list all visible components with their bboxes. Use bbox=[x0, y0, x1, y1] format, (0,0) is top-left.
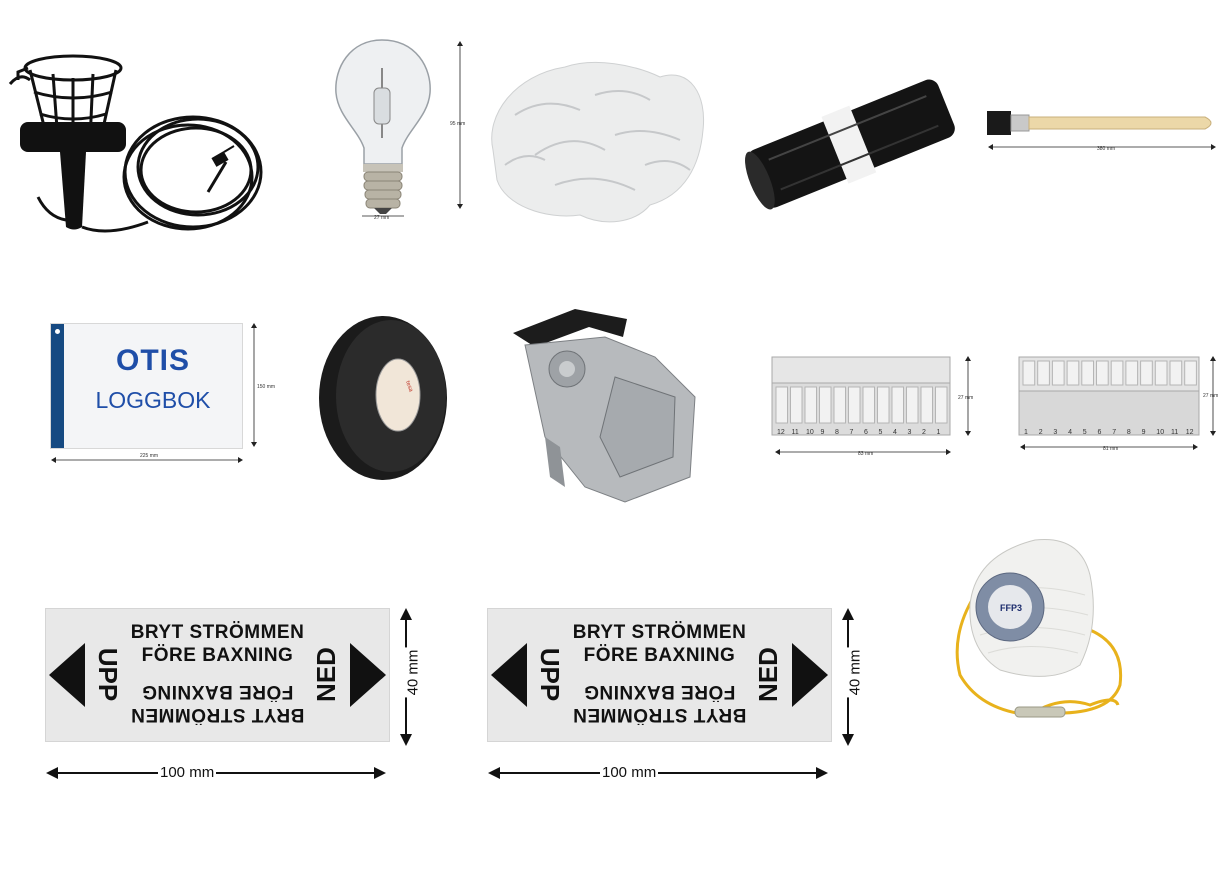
cleaning-rag-icon bbox=[485, 55, 710, 230]
bulb-height-label: 95 mm bbox=[450, 121, 465, 127]
terminal-number: 4 bbox=[1068, 429, 1072, 436]
terminal-a-width-label: 83 mm bbox=[858, 451, 873, 457]
terminal-slot bbox=[833, 386, 846, 424]
terminal-number: 7 bbox=[850, 429, 854, 436]
terminal-slot bbox=[1037, 360, 1050, 386]
terminal-number: 12 bbox=[777, 429, 785, 436]
terminal-slot bbox=[804, 386, 817, 424]
terminal-slot bbox=[1140, 360, 1153, 386]
terminal-slot bbox=[891, 386, 904, 424]
trash-bag-roll-icon bbox=[738, 68, 963, 216]
logbook-icon: OTIS LOGGBOK bbox=[50, 323, 243, 449]
terminal-number: 5 bbox=[1083, 429, 1087, 436]
warning-label-icon-1: UPP NED BRYT STRÖMMEN FÖRE BAXNING FÖRE … bbox=[45, 608, 390, 742]
logbook-dimensions: 150 mm 225 mm bbox=[48, 320, 275, 470]
terminal-slot bbox=[906, 386, 919, 424]
terminal-slot bbox=[848, 386, 861, 424]
work-lamp-icon bbox=[8, 52, 268, 237]
logbook-height-label: 150 mm bbox=[257, 384, 275, 390]
terminal-slot bbox=[1125, 360, 1139, 386]
terminal-number: 9 bbox=[1142, 429, 1146, 436]
label-line2: FÖRE BAXNING bbox=[141, 645, 294, 666]
label-2-height-text: 40 mm bbox=[846, 647, 864, 698]
light-bulb-icon: 95 mm 27 mm bbox=[330, 38, 475, 226]
terminal-number: 3 bbox=[1053, 429, 1057, 436]
terminal-number: 7 bbox=[1112, 429, 1116, 436]
respirator-mask-icon: FFP3 bbox=[940, 535, 1125, 730]
terminal-number: 10 bbox=[1156, 429, 1164, 436]
terminal-slot bbox=[775, 386, 788, 424]
terminal-number: 3 bbox=[908, 429, 912, 436]
terminal-slot bbox=[862, 386, 875, 424]
terminal-number: 11 bbox=[792, 429, 799, 436]
terminal-number: 10 bbox=[806, 429, 814, 436]
terminal-number: 2 bbox=[1039, 429, 1043, 436]
terminal-number: 11 bbox=[1171, 429, 1178, 436]
terminal-slot bbox=[819, 386, 832, 424]
terminal-slot bbox=[920, 386, 933, 424]
terminal-number: 2 bbox=[922, 429, 926, 436]
logbook-brand: OTIS bbox=[115, 344, 190, 377]
terminal-number: 5 bbox=[879, 429, 883, 436]
svg-text:tesa: tesa bbox=[404, 380, 414, 393]
logbook-title: LOGGBOK bbox=[95, 387, 211, 413]
terminal-slot bbox=[1110, 360, 1124, 386]
terminal-slot bbox=[1081, 360, 1095, 386]
terminal-b-width-label: 81 mm bbox=[1103, 446, 1118, 452]
terminal-number: 4 bbox=[893, 429, 897, 436]
paint-brush-icon: 380 mm bbox=[985, 105, 1220, 157]
terminal-number: 8 bbox=[835, 429, 839, 436]
terminal-slot bbox=[1022, 360, 1036, 386]
label-2-dimensions bbox=[486, 606, 876, 786]
brush-length-label: 380 mm bbox=[1097, 146, 1115, 152]
terminal-slot bbox=[790, 386, 803, 424]
terminal-block-icon-a: 12 11 10 9 8 7 6 5 4 3 2 1 27 mm 83 mm bbox=[768, 353, 983, 458]
terminal-number: 1 bbox=[1024, 429, 1028, 436]
label-line1: BRYT STRÖMMEN bbox=[130, 622, 305, 643]
label-2-width-text: 100 mm bbox=[600, 764, 659, 781]
warning-label-icon-2: UPP NED BRYT STRÖMMEN FÖRE BAXNING FÖRE … bbox=[487, 608, 832, 742]
terminal-number: 9 bbox=[821, 429, 825, 436]
terminal-b-height-label: 27 mm bbox=[1203, 393, 1218, 399]
label-1-height-text: 40 mm bbox=[404, 647, 422, 698]
terminal-slot bbox=[1169, 360, 1183, 386]
label-1-width-text: 100 mm bbox=[158, 764, 217, 781]
logbook-hole bbox=[55, 329, 60, 334]
cable-clip-icon bbox=[505, 287, 700, 503]
terminal-number: 1 bbox=[937, 429, 941, 436]
label-line1: BRYT STRÖMMEN bbox=[572, 622, 747, 643]
terminal-slot bbox=[1184, 360, 1197, 386]
terminal-number: 6 bbox=[864, 429, 868, 436]
electrical-tape-icon: tesa bbox=[316, 313, 451, 483]
terminal-a-height-label: 27 mm bbox=[958, 395, 973, 401]
logbook-spine bbox=[51, 324, 64, 448]
terminal-slot bbox=[1096, 360, 1109, 386]
logbook-width-label: 225 mm bbox=[140, 453, 158, 459]
terminal-slot bbox=[1066, 360, 1080, 386]
mask-badge-text: FFP3 bbox=[1000, 603, 1022, 613]
terminal-number: 12 bbox=[1186, 429, 1194, 436]
bulb-width-label: 27 mm bbox=[374, 215, 389, 221]
terminal-slot bbox=[1154, 360, 1168, 386]
terminal-slot bbox=[877, 386, 890, 424]
label-line2: FÖRE BAXNING bbox=[583, 645, 736, 666]
terminal-number: 6 bbox=[1098, 429, 1102, 436]
terminal-slot bbox=[935, 386, 948, 424]
terminal-number: 8 bbox=[1127, 429, 1131, 436]
label-1-dimensions bbox=[44, 606, 434, 786]
terminal-slot bbox=[1051, 360, 1065, 386]
